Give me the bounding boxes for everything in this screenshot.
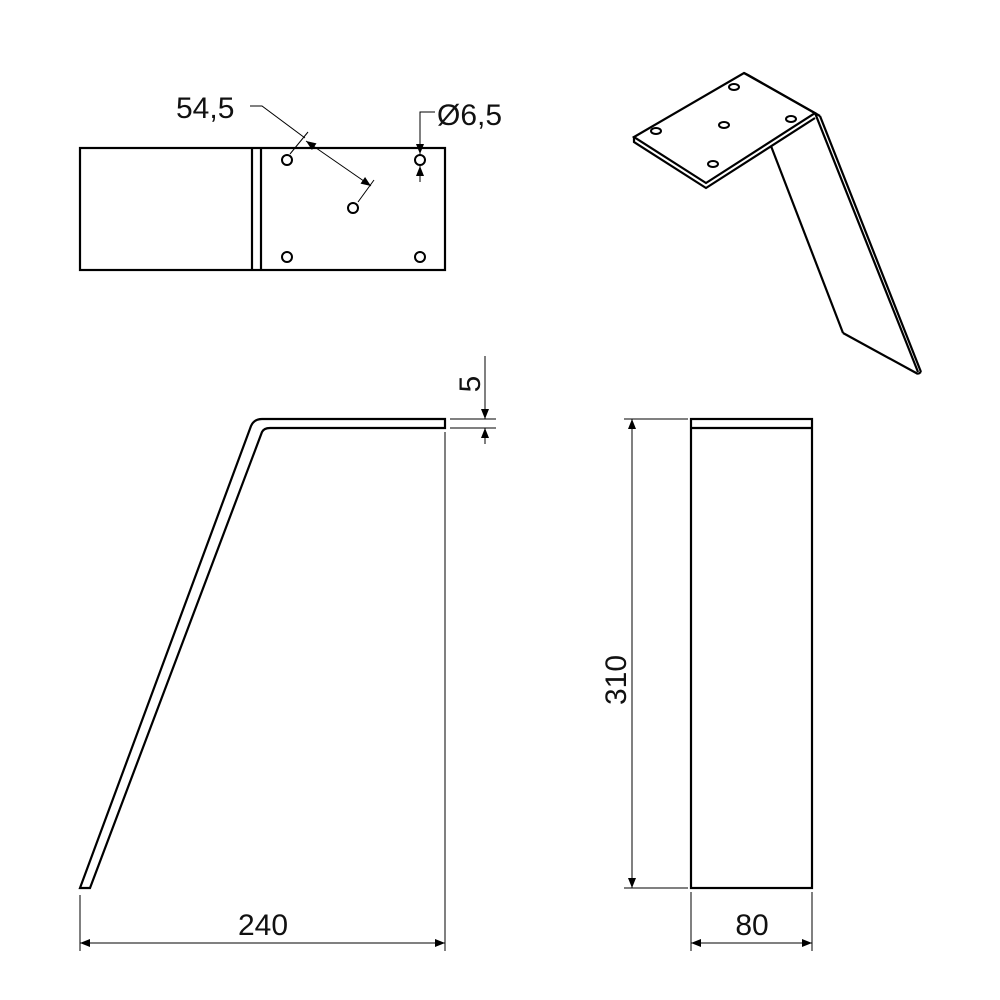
top-view-outline <box>78 146 447 272</box>
depth-dimension: 80 <box>690 892 813 951</box>
thickness-dimension: 5 <box>450 356 496 444</box>
iso-hole <box>718 121 730 129</box>
height-label: 310 <box>600 655 633 705</box>
mounting-hole <box>281 251 293 263</box>
depth-label: 80 <box>735 909 768 942</box>
side-view-outline <box>689 417 814 890</box>
hole-spacing-label: 54,5 <box>176 92 234 125</box>
iso-hole <box>650 127 662 135</box>
side-view: 310 80 <box>600 417 814 951</box>
iso-hole <box>785 115 797 123</box>
mounting-hole <box>414 154 426 166</box>
thickness-label: 5 <box>454 376 487 393</box>
mounting-hole <box>347 202 359 214</box>
iso-hole <box>707 160 719 168</box>
hole-diameter-label: Ø6,5 <box>437 99 502 132</box>
height-dimension: 310 <box>600 418 688 889</box>
hole-spacing-dimension: 54,5 <box>176 92 375 203</box>
iso-leg-edge <box>813 112 920 373</box>
mounting-hole <box>281 154 293 166</box>
mounting-hole <box>414 251 426 263</box>
hole-diameter-dimension: Ø6,5 <box>416 99 502 182</box>
isometric-view <box>631 71 923 375</box>
front-view-profile <box>78 417 447 890</box>
width-label: 240 <box>238 909 288 942</box>
width-dimension: 240 <box>79 432 446 951</box>
iso-hole <box>728 83 740 91</box>
front-view: 5 240 <box>78 356 496 951</box>
top-view: 54,5 Ø6,5 <box>78 92 502 272</box>
